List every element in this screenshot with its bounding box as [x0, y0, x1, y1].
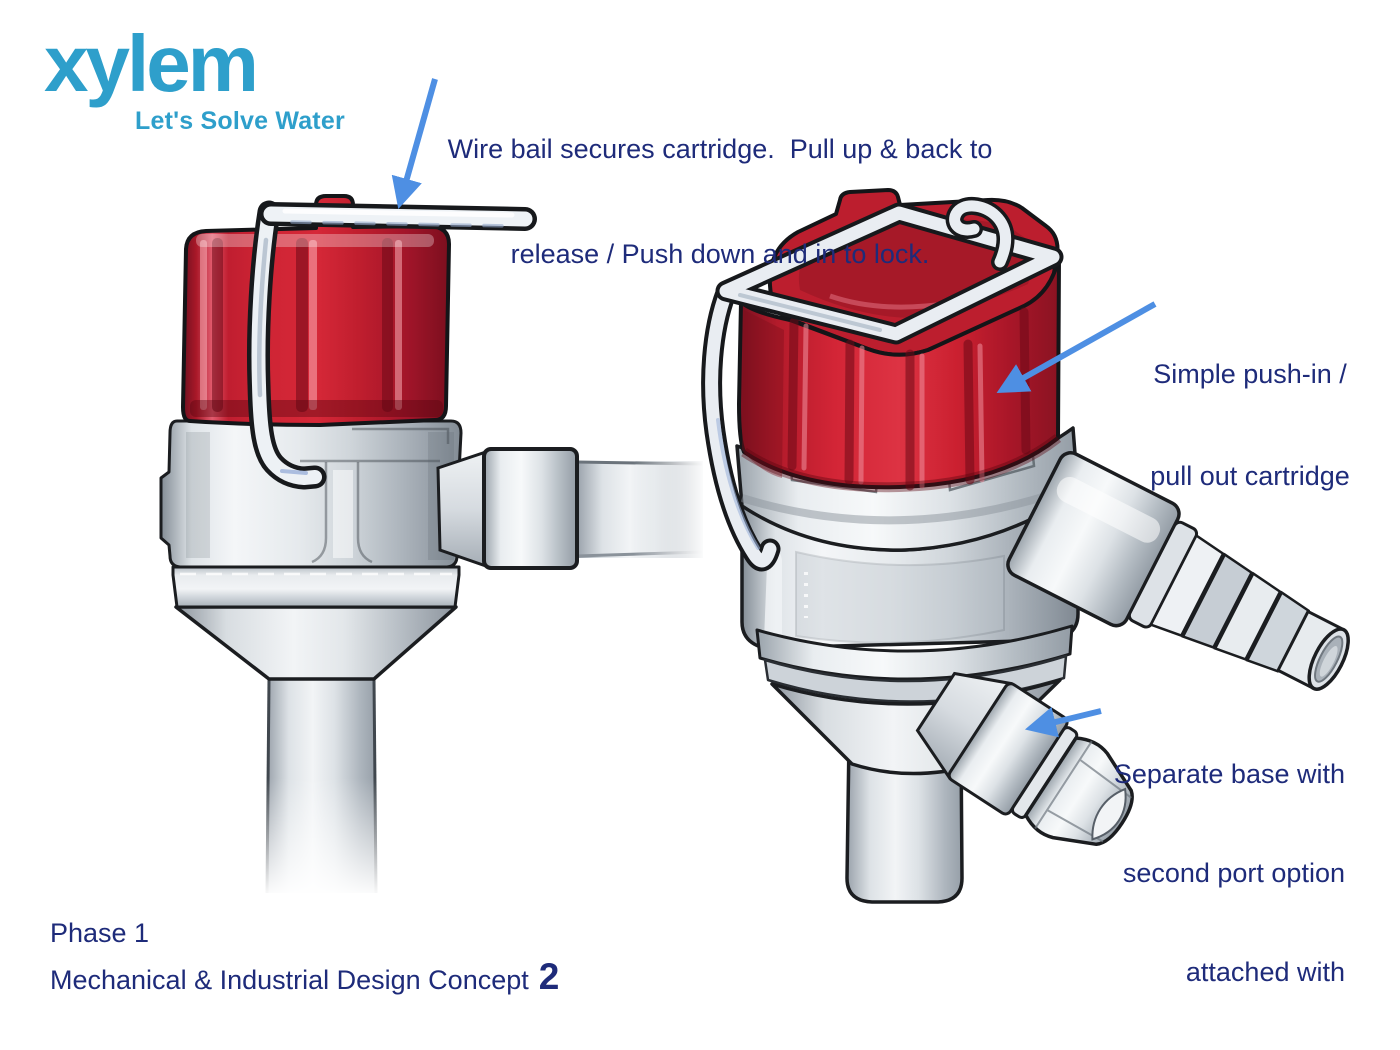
left-device-wire-bail [247, 200, 537, 490]
footer-concept-label: Mechanical & Industrial Design Concept [50, 965, 529, 995]
annotation-base-line2: second port option [1122, 858, 1345, 888]
right-device-base-ring [755, 624, 1074, 681]
right-device-illustration [701, 188, 1350, 904]
left-device-base-band [171, 565, 461, 609]
left-device-dip-tube [265, 678, 378, 894]
annotation-cartridge-line1: Simple push-in / [1153, 359, 1347, 389]
left-device-funnel [174, 605, 458, 681]
annotation-base-line1: Separate base with [1113, 759, 1345, 789]
right-device-bottom-tube [845, 738, 964, 904]
base-callout-arrow [1024, 706, 1102, 738]
annotation-wire-bail: Wire bail secures cartridge. Pull up & b… [420, 62, 1020, 342]
xylem-logo: xylem [44, 19, 259, 108]
wire-bail-callout-arrow [391, 78, 438, 210]
footer-concept: Mechanical & Industrial Design Concept 2 [50, 956, 559, 998]
annotation-wire-bail-line1: Wire bail secures cartridge. Pull up & b… [447, 134, 993, 164]
left-device-illustration [159, 194, 703, 894]
cartridge-callout-arrow [996, 301, 1157, 394]
right-device-wire-bail [701, 197, 1064, 572]
left-device-outlet-collar [482, 447, 579, 570]
left-device-outlet-pipe [576, 460, 703, 558]
right-device-barb-port [1006, 451, 1350, 691]
annotation-base-line3: attached with [1185, 957, 1345, 987]
footer-phase: Phase 1 [50, 918, 150, 948]
annotation-cartridge-line2: pull out cartridge [1150, 461, 1350, 491]
annotation-cartridge: Simple push-in / pull out cartridge [1125, 289, 1375, 561]
footer-concept-number: 2 [538, 956, 560, 997]
left-device-body [159, 419, 468, 569]
annotation-wire-bail-line2: release / Push down and in to lock. [510, 239, 930, 269]
left-device-outlet-cone [436, 449, 488, 569]
xylem-tagline: Let's Solve Water [135, 107, 345, 135]
annotation-base: Separate base with second port option at… [1000, 692, 1345, 1050]
